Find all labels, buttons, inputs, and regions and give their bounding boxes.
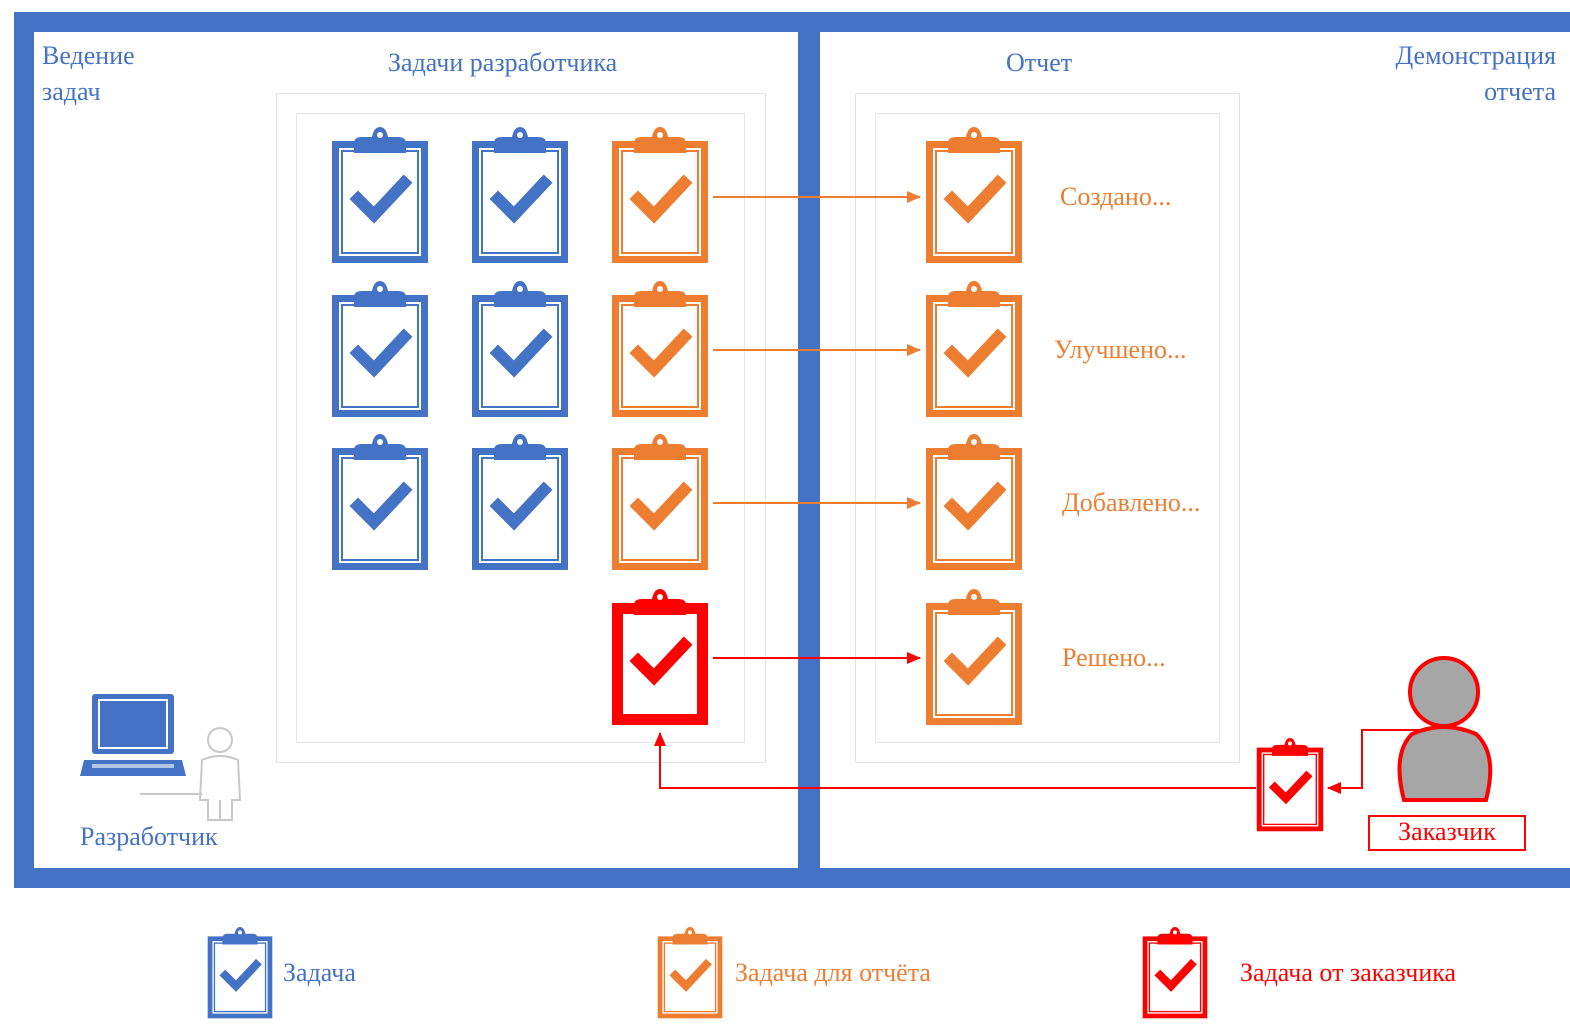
left-panel-title-line2: задач (42, 77, 101, 106)
developer-tasks-area (276, 93, 766, 763)
clipboard-check-icon (1256, 738, 1324, 832)
legend-task-icon (207, 927, 273, 1019)
clipboard-check-icon (332, 434, 428, 570)
legend-customer-task-icon (1142, 927, 1208, 1019)
clipboard-check-icon (612, 589, 708, 725)
right-panel-title: Демонстрация отчета (1395, 38, 1556, 110)
developer-label: Разработчик (80, 822, 218, 851)
legend-report-task-label: Задача для отчёта (735, 958, 931, 987)
customer-label-box (1368, 815, 1526, 851)
legend-report-task-icon (657, 927, 723, 1019)
legend-task-label: Задача (283, 958, 356, 987)
report-panel (818, 12, 1570, 888)
clipboard-check-icon (926, 434, 1022, 570)
report-inner (875, 113, 1220, 743)
clipboard-check-icon (332, 127, 428, 263)
task-management-panel (14, 12, 818, 888)
customer-icon (1397, 656, 1493, 802)
clipboard-check-icon (612, 281, 708, 417)
clipboard-check-icon (332, 281, 428, 417)
clipboard-check-icon (612, 127, 708, 263)
customer-label: Заказчик (1398, 817, 1496, 846)
left-panel-title: Ведение задач (42, 38, 135, 110)
laptop-icon (80, 694, 186, 776)
clipboard-check-icon (926, 589, 1022, 725)
report-item-solved: Решено... (1062, 643, 1166, 672)
report-area (855, 93, 1240, 763)
clipboard-check-icon (472, 434, 568, 570)
legend-customer-task-label: Задача от заказчика (1240, 958, 1457, 987)
clipboard-check-icon (472, 127, 568, 263)
right-panel-title-line2: отчета (1484, 77, 1556, 106)
developer-tasks-heading: Задачи разработчика (388, 48, 618, 77)
report-item-created: Создано... (1060, 182, 1172, 211)
right-panel-title-line1: Демонстрация (1395, 41, 1556, 70)
arrow-customer-to-task (654, 732, 1256, 789)
arrow-customer-request (1327, 729, 1448, 794)
clipboard-check-icon (472, 281, 568, 417)
report-heading: Отчет (1006, 48, 1073, 77)
clipboard-check-icon (926, 281, 1022, 417)
clipboard-check-icon (926, 127, 1022, 263)
developer-tasks-inner (296, 113, 745, 743)
left-panel-title-line1: Ведение (42, 41, 135, 70)
report-item-improved: Улучшено... (1054, 335, 1187, 364)
report-item-added: Добавлено... (1062, 488, 1201, 517)
person-icon (140, 727, 242, 821)
clipboard-check-icon (612, 434, 708, 570)
